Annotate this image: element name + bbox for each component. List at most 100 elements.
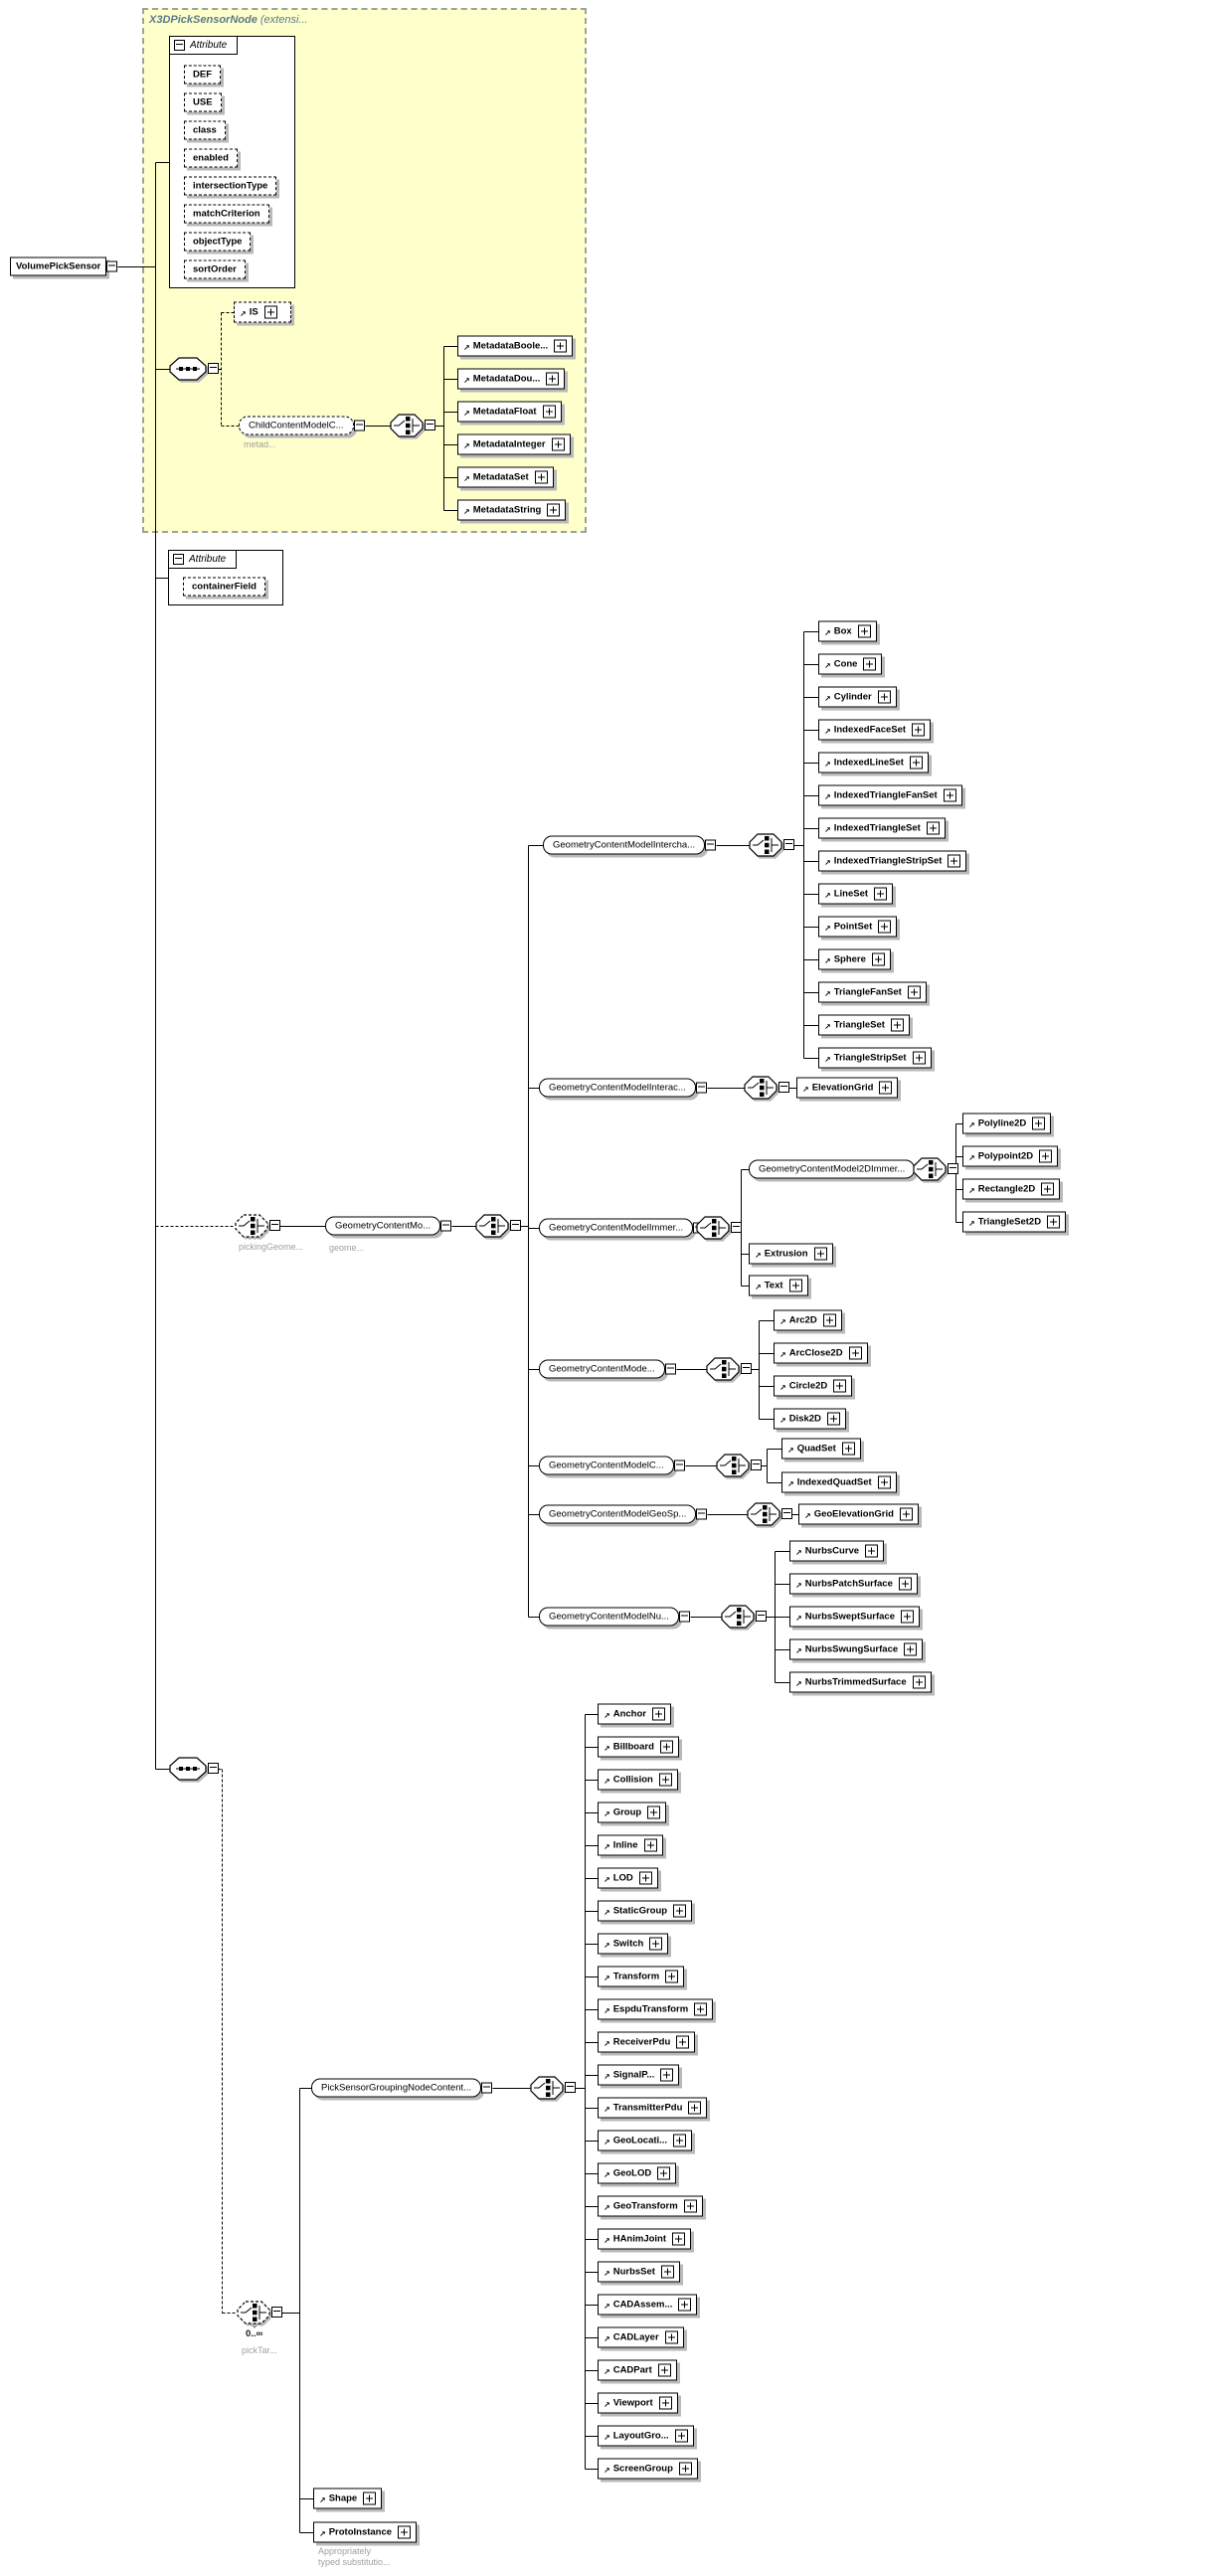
anchor-expand-icon[interactable]: [651, 1707, 665, 1721]
indexed-quad-set-expand-icon[interactable]: [877, 1475, 891, 1489]
geometry-immersive-group[interactable]: GeometryContentModelImmer...: [539, 1218, 705, 1238]
collision-expand-icon[interactable]: [658, 1773, 672, 1787]
lod-expand-icon[interactable]: [638, 1871, 652, 1885]
text-element[interactable]: Text: [749, 1275, 808, 1296]
nurbs-curve[interactable]: NurbsCurve: [789, 1540, 885, 1562]
arc-close2d[interactable]: ArcClose2D: [774, 1342, 868, 1364]
billboard[interactable]: Billboard: [598, 1736, 679, 1758]
indexed-quad-set[interactable]: IndexedQuadSet: [781, 1471, 897, 1493]
pick-sensor-grouping-choice-collapse-icon[interactable]: [565, 2082, 576, 2093]
rectangle2d-expand-icon[interactable]: [1041, 1182, 1055, 1196]
nurbs-swung-surface-expand-icon[interactable]: [904, 1642, 918, 1656]
transform[interactable]: Transform: [598, 1966, 685, 1987]
nurbs-set-expand-icon[interactable]: [660, 2265, 674, 2279]
triangle-strip-set[interactable]: TriangleStripSet: [818, 1047, 932, 1069]
geometry-2d-choice-choice-icon[interactable]: [706, 1357, 752, 1381]
sphere[interactable]: Sphere: [818, 948, 891, 970]
indexed-line-set-expand-icon[interactable]: [909, 756, 923, 770]
geo-lod[interactable]: GeoLOD: [598, 2162, 677, 2184]
cone-expand-icon[interactable]: [863, 657, 877, 671]
switch-expand-icon[interactable]: [649, 1937, 663, 1951]
receiver-pdu-expand-icon[interactable]: [676, 2035, 690, 2049]
hanim-joint-expand-icon[interactable]: [672, 2232, 686, 2246]
transform-expand-icon[interactable]: [665, 1970, 679, 1983]
line-set[interactable]: LineSet: [818, 883, 894, 905]
pick-sensor-grouping-choice-choice-icon[interactable]: [530, 2076, 576, 2100]
sequence-2-sequence-icon[interactable]: [169, 1757, 219, 1781]
text-element-expand-icon[interactable]: [788, 1279, 802, 1292]
is-element-expand-icon[interactable]: [263, 305, 277, 319]
metadata-integer-expand-icon[interactable]: [551, 437, 565, 451]
triangle-set-expand-icon[interactable]: [890, 1018, 904, 1032]
geometry-geospatial-choice-choice-icon[interactable]: [747, 1502, 792, 1526]
triangle-strip-set-expand-icon[interactable]: [912, 1051, 926, 1065]
is-element[interactable]: IS: [234, 301, 291, 323]
elevation-grid[interactable]: ElevationGrid: [796, 1077, 899, 1099]
metadata-set-expand-icon[interactable]: [534, 470, 548, 484]
shape-expand-icon[interactable]: [363, 2491, 377, 2505]
nurbs-patch-surface[interactable]: NurbsPatchSurface: [789, 1573, 918, 1595]
box-expand-icon[interactable]: [857, 624, 871, 638]
polyline2d[interactable]: Polyline2D: [962, 1113, 1052, 1134]
cad-assembly-expand-icon[interactable]: [678, 2298, 692, 2312]
geo-location-expand-icon[interactable]: [673, 2134, 687, 2147]
pick-sensor-grouping-group[interactable]: PickSensorGroupingNodeContent...: [311, 2078, 493, 2098]
extrusion-expand-icon[interactable]: [813, 1247, 827, 1261]
volume-pick-sensor-collapse-icon[interactable]: [106, 260, 118, 271]
metadata-integer[interactable]: MetadataInteger: [457, 433, 571, 455]
container-field-attributes-box-collapse-icon[interactable]: [173, 554, 184, 565]
nurbs-swung-surface[interactable]: NurbsSwungSurface: [789, 1638, 924, 1660]
metadata-double-expand-icon[interactable]: [546, 372, 560, 386]
pick-sensor-grouping-group-collapse-icon[interactable]: [481, 2082, 493, 2093]
geometry-cad-choice-collapse-icon[interactable]: [751, 1460, 762, 1470]
point-set[interactable]: PointSet: [818, 916, 898, 938]
geo-lod-expand-icon[interactable]: [657, 2166, 671, 2180]
attribute-def[interactable]: DEF: [184, 65, 221, 85]
geometry-content-model-group[interactable]: GeometryContentMo...: [325, 1216, 452, 1236]
indexed-triangle-fan-set[interactable]: IndexedTriangleFanSet: [818, 784, 962, 806]
geometry-nurbs-choice-choice-icon[interactable]: [721, 1605, 767, 1629]
attribute-matchcriterion[interactable]: matchCriterion: [184, 204, 269, 224]
sphere-expand-icon[interactable]: [871, 952, 885, 966]
geometry-cad-group-collapse-icon[interactable]: [673, 1460, 685, 1470]
circle2d-expand-icon[interactable]: [833, 1379, 847, 1393]
proto-instance[interactable]: ProtoInstance: [313, 2521, 418, 2543]
geo-transform-expand-icon[interactable]: [683, 2199, 697, 2213]
geometry-content-model-group-collapse-icon[interactable]: [440, 1220, 452, 1231]
metadata-choice-choice-icon[interactable]: [390, 414, 435, 437]
cylinder[interactable]: Cylinder: [818, 686, 897, 708]
cad-layer[interactable]: CADLayer: [598, 2326, 684, 2348]
geometry-choice-choice-icon[interactable]: [475, 1214, 521, 1238]
elevation-grid-expand-icon[interactable]: [879, 1081, 893, 1095]
cone[interactable]: Cone: [818, 653, 883, 675]
geometry-geospatial-group-collapse-icon[interactable]: [696, 1508, 708, 1519]
disk2d[interactable]: Disk2D: [774, 1408, 846, 1430]
polypoint2d-expand-icon[interactable]: [1039, 1149, 1053, 1163]
geometry-immersive-choice-collapse-icon[interactable]: [731, 1222, 742, 1233]
circle2d[interactable]: Circle2D: [774, 1375, 853, 1397]
child-content-model-group[interactable]: ChildContentModelC...: [239, 416, 365, 435]
switch[interactable]: Switch: [598, 1933, 669, 1955]
nurbs-trimmed-surface[interactable]: NurbsTrimmedSurface: [789, 1671, 932, 1693]
espdu-transform-expand-icon[interactable]: [694, 2002, 708, 2016]
attribute-class[interactable]: class: [184, 120, 226, 140]
polyline2d-expand-icon[interactable]: [1032, 1116, 1046, 1130]
nurbs-swept-surface[interactable]: NurbsSweptSurface: [789, 1606, 920, 1628]
attribute-use[interactable]: USE: [184, 92, 222, 112]
indexed-triangle-set[interactable]: IndexedTriangleSet: [818, 817, 946, 839]
anchor[interactable]: Anchor: [598, 1703, 671, 1725]
arc2d-expand-icon[interactable]: [822, 1313, 836, 1327]
geometry-nurbs-group-collapse-icon[interactable]: [678, 1611, 690, 1622]
box[interactable]: Box: [818, 620, 877, 642]
attribute-sortorder[interactable]: sortOrder: [184, 259, 246, 279]
indexed-line-set[interactable]: IndexedLineSet: [818, 752, 929, 773]
indexed-triangle-fan-set-expand-icon[interactable]: [943, 788, 956, 802]
attributes-box-collapse-icon[interactable]: [174, 40, 185, 51]
geo-elevation-grid-expand-icon[interactable]: [899, 1507, 913, 1521]
indexed-triangle-set-expand-icon[interactable]: [926, 821, 940, 835]
geometry-interactive-group-collapse-icon[interactable]: [695, 1082, 707, 1093]
metadata-boolean-expand-icon[interactable]: [554, 339, 568, 353]
receiver-pdu[interactable]: ReceiverPdu: [598, 2031, 696, 2053]
quad-set[interactable]: QuadSet: [781, 1438, 861, 1460]
indexed-face-set[interactable]: IndexedFaceSet: [818, 719, 932, 741]
